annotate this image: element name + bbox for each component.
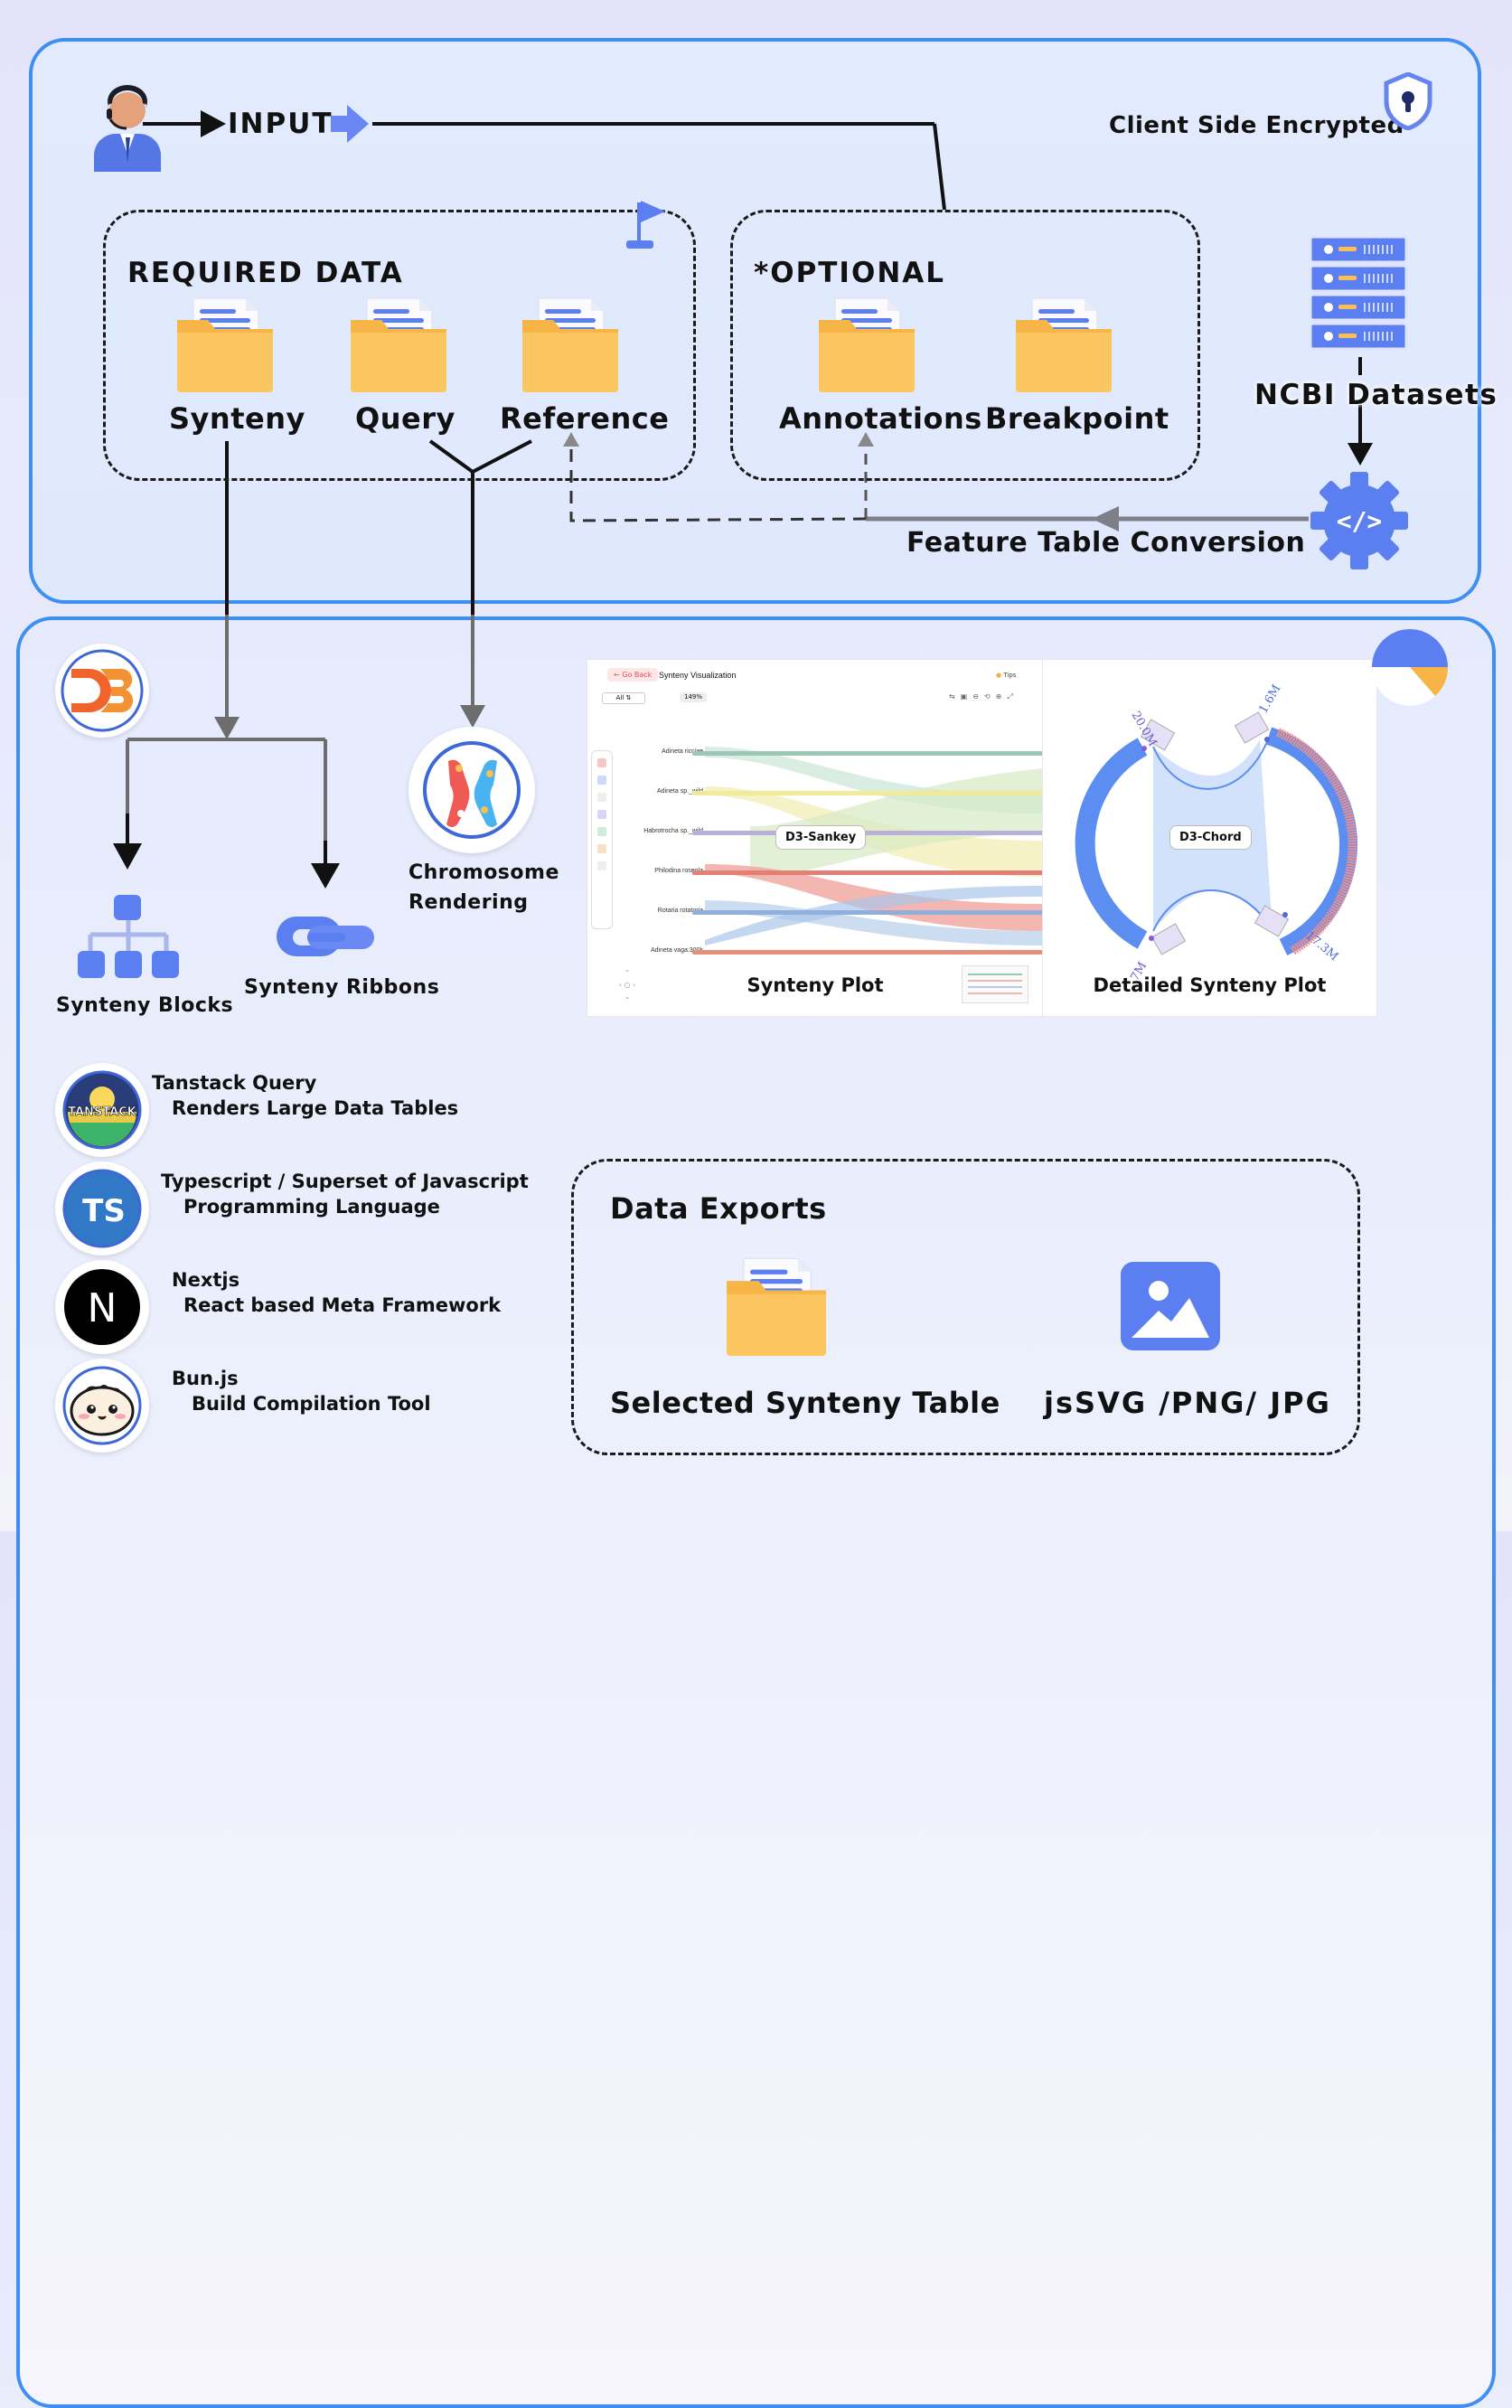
synteny-file-label: Synteny	[169, 401, 305, 436]
synteny-ribbons-label: Synteny Ribbons	[244, 976, 440, 999]
d3-logo-icon	[61, 649, 144, 732]
encrypted-label: Client Side Encrypted	[1109, 112, 1404, 139]
chord-diagram: 20.0M 1.6M 17.3M 7M	[1075, 682, 1357, 983]
link-icon	[277, 917, 374, 956]
d3-chord-tag: D3-Chord	[1169, 825, 1252, 850]
d3-logo-badge	[55, 644, 149, 738]
reference-file-icon	[521, 293, 620, 392]
selected-table-file-icon	[725, 1253, 828, 1356]
image-export-icon	[1121, 1262, 1220, 1350]
pie-chart-icon	[1371, 629, 1449, 706]
bunjs-desc: Build Compilation Tool	[192, 1393, 431, 1415]
tanstack-desc: Renders Large Data Tables	[172, 1097, 459, 1119]
tanstack-title: Tanstack Query	[152, 1072, 317, 1094]
species-track[interactable]	[692, 910, 1043, 915]
shield-icon	[1384, 72, 1432, 130]
species-track[interactable]	[692, 870, 1043, 875]
query-file-label: Query	[355, 401, 455, 436]
server-icon	[1309, 235, 1408, 351]
typescript-logo-icon: TS	[62, 1169, 142, 1248]
nextjs-badge: N	[55, 1260, 149, 1354]
typescript-title: Typescript / Superset of Javascript	[161, 1171, 529, 1192]
species-track[interactable]	[692, 950, 1043, 955]
image-formats-label[interactable]: jsSVG /PNG/ JPG	[1044, 1386, 1331, 1420]
input-panel	[29, 38, 1481, 604]
species-label: Adineta sp._wild	[657, 788, 703, 795]
bunjs-badge	[55, 1359, 149, 1453]
nextjs-title: Nextjs	[172, 1269, 240, 1291]
tanstack-badge: TANSTACK	[55, 1063, 149, 1157]
tips-button[interactable]: ● Tips	[996, 672, 1017, 679]
detailed-synteny-plot-caption: Detailed Synteny Plot	[1093, 974, 1327, 996]
species-label: Rotaria rotatoria	[657, 908, 703, 914]
species-track[interactable]	[692, 831, 1043, 835]
reference-file-label: Reference	[500, 401, 670, 436]
synteny-plot-screenshot: ← Go Back Synteny Visualization ● Tips A…	[587, 660, 1043, 1016]
breakpoint-file-icon	[1014, 293, 1113, 392]
chromosome-icon	[423, 741, 521, 839]
filter-value: All	[615, 694, 625, 701]
synteny-blocks-label: Synteny Blocks	[56, 994, 234, 1017]
synteny-plot-caption: Synteny Plot	[747, 974, 884, 996]
optional-title: *OPTIONAL	[754, 257, 946, 289]
go-back-button[interactable]: ← Go Back	[607, 668, 659, 682]
annotations-file-icon	[817, 293, 916, 392]
chord-label-1-6m: 1.6M	[1256, 682, 1283, 716]
typescript-desc: Programming Language	[183, 1196, 440, 1218]
d3-sankey-tag: D3-Sankey	[775, 825, 867, 850]
tanstack-logo-icon: TANSTACK	[62, 1070, 142, 1150]
species-label: Philodina roseola	[654, 868, 703, 874]
bun-logo-icon	[62, 1366, 142, 1445]
minimap[interactable]	[962, 965, 1028, 1003]
tool-sidebar[interactable]	[591, 750, 613, 929]
data-exports-group	[571, 1159, 1360, 1455]
chromosome-label-line1: Chromosome	[409, 861, 559, 884]
flow-connectors	[113, 105, 1373, 889]
chord-plot-screenshot: 20.0M 1.6M 17.3M 7M D3-Chord Detailed Sy…	[1043, 660, 1376, 1016]
toolbar-icons[interactable]: ⇆▣⊖⟲⊕⤢	[949, 692, 1019, 701]
go-back-label: Go Back	[622, 671, 653, 679]
typescript-badge: TS	[55, 1162, 149, 1256]
tanstack-badge-text: TANSTACK	[68, 1105, 137, 1119]
code-gear-icon: </>	[1310, 472, 1408, 569]
breakpoint-label: Breakpoint	[985, 401, 1169, 436]
pan-controls[interactable]: ⌃‹ ○ ›⌄	[618, 969, 636, 1001]
required-data-group	[103, 210, 696, 481]
annotations-label: Annotations	[779, 401, 982, 436]
filter-select[interactable]: All ⇅	[602, 692, 645, 704]
nextjs-badge-text: N	[88, 1285, 117, 1331]
optional-data-group	[730, 210, 1200, 481]
tips-label: Tips	[1003, 672, 1017, 679]
input-label: INPUT	[228, 108, 333, 140]
nextjs-logo-icon: N	[64, 1269, 140, 1345]
chromosome-label-line2: Rendering	[409, 891, 529, 914]
svg-text:</>: </>	[1337, 506, 1383, 536]
hierarchy-icon	[78, 895, 179, 978]
species-label: Habrotrocha sp._wild	[643, 828, 703, 834]
nextjs-desc: React based Meta Framework	[183, 1294, 502, 1316]
selected-synteny-table-label[interactable]: Selected Synteny Table	[610, 1386, 1000, 1420]
zoom-level: 149%	[680, 692, 707, 702]
required-data-title: REQUIRED DATA	[127, 257, 404, 289]
ncbi-datasets-label: NCBI Datasets	[1254, 379, 1498, 411]
typescript-badge-text: TS	[82, 1193, 126, 1229]
species-track[interactable]	[692, 751, 1043, 756]
user-icon	[94, 85, 161, 172]
bunjs-title: Bun.js	[172, 1368, 239, 1389]
query-file-icon	[349, 293, 448, 392]
synteny-file-icon	[175, 293, 275, 392]
app-title: Synteny Visualization	[659, 671, 737, 680]
flag-icon	[626, 201, 665, 249]
species-label: Adineta vaga:300k	[651, 947, 703, 954]
data-exports-title: Data Exports	[610, 1191, 827, 1226]
feature-table-conversion-label: Feature Table Conversion	[906, 527, 1306, 559]
species-track[interactable]	[692, 791, 1043, 795]
chromosome-badge	[409, 727, 535, 853]
species-label: Adineta ricciae	[662, 748, 703, 755]
chord-label-17-3m: 17.3M	[1302, 929, 1340, 964]
